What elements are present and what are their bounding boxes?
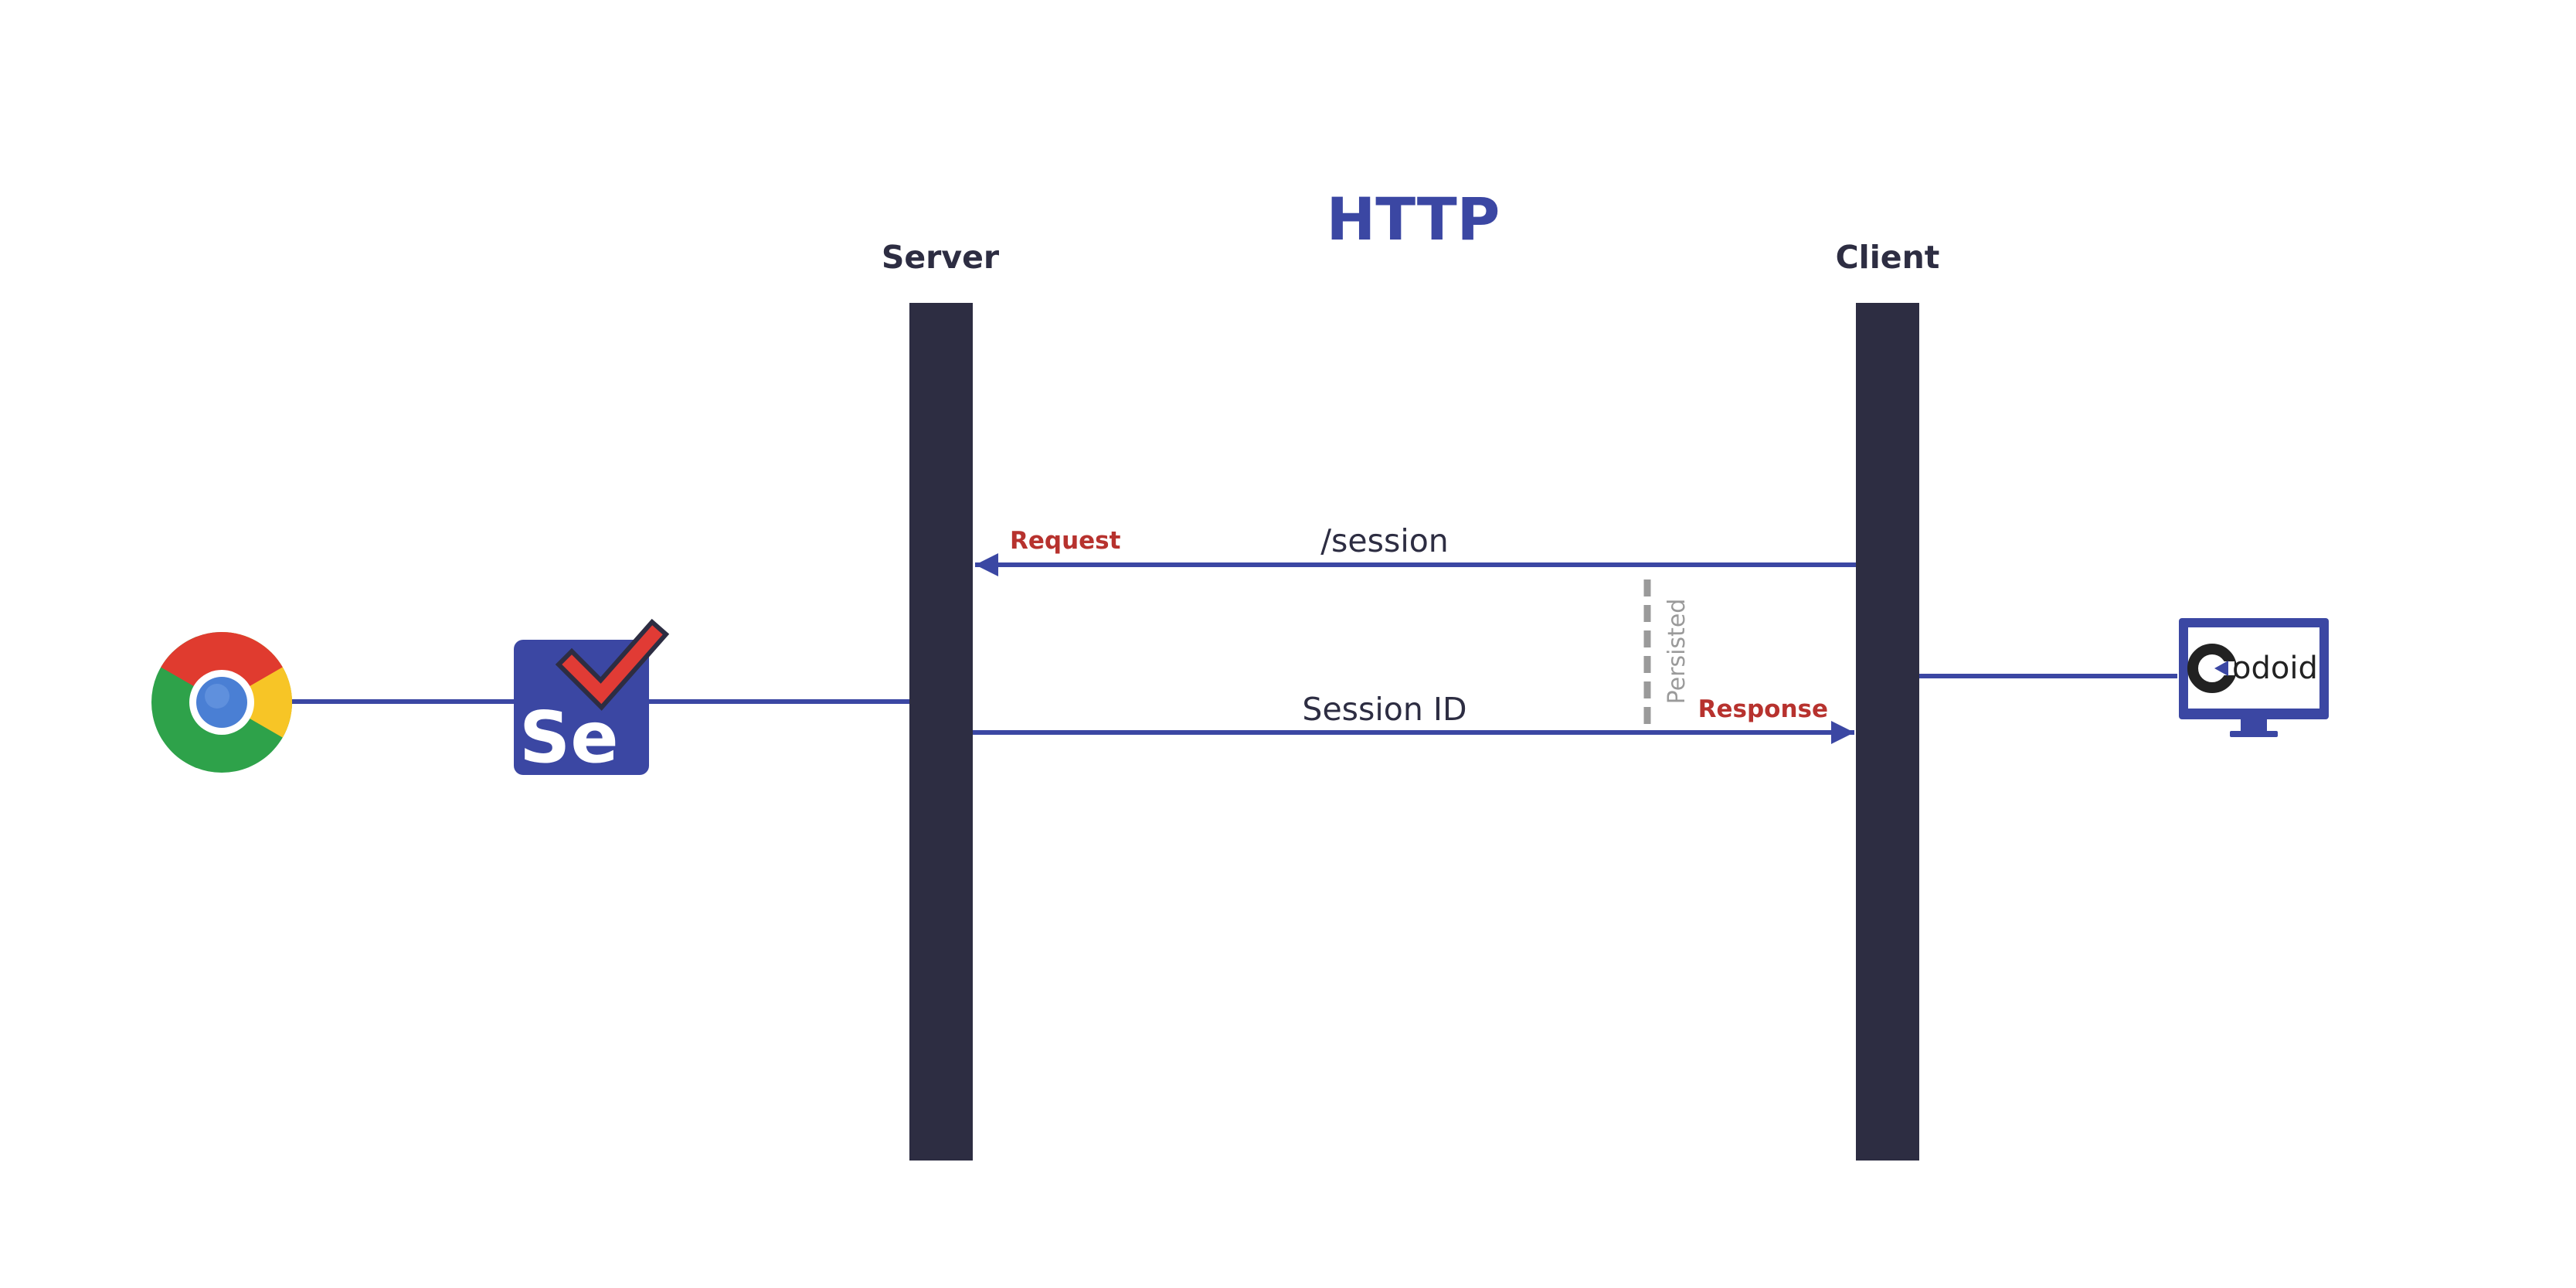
selenium-logo-text: Se: [519, 696, 619, 779]
client-label: Client: [1836, 239, 1940, 276]
codoid-logo-text: odoid: [2232, 651, 2318, 686]
client-lifeline: [1856, 303, 1919, 1161]
codoid-monitor-icon: odoid: [2179, 618, 2329, 737]
selenium-logo-icon: Se: [514, 618, 670, 779]
diagram-title: HTTP: [1327, 185, 1500, 253]
server-label: Server: [882, 239, 1000, 276]
server-lifeline: [909, 303, 973, 1161]
request-message-label: /session: [1320, 522, 1449, 559]
response-tag: Response: [1698, 695, 1828, 723]
persisted-note: Persisted: [1664, 599, 1691, 705]
chrome-logo-icon: [151, 632, 292, 773]
request-tag: Request: [1010, 527, 1121, 555]
response-message-label: Session ID: [1302, 691, 1466, 728]
